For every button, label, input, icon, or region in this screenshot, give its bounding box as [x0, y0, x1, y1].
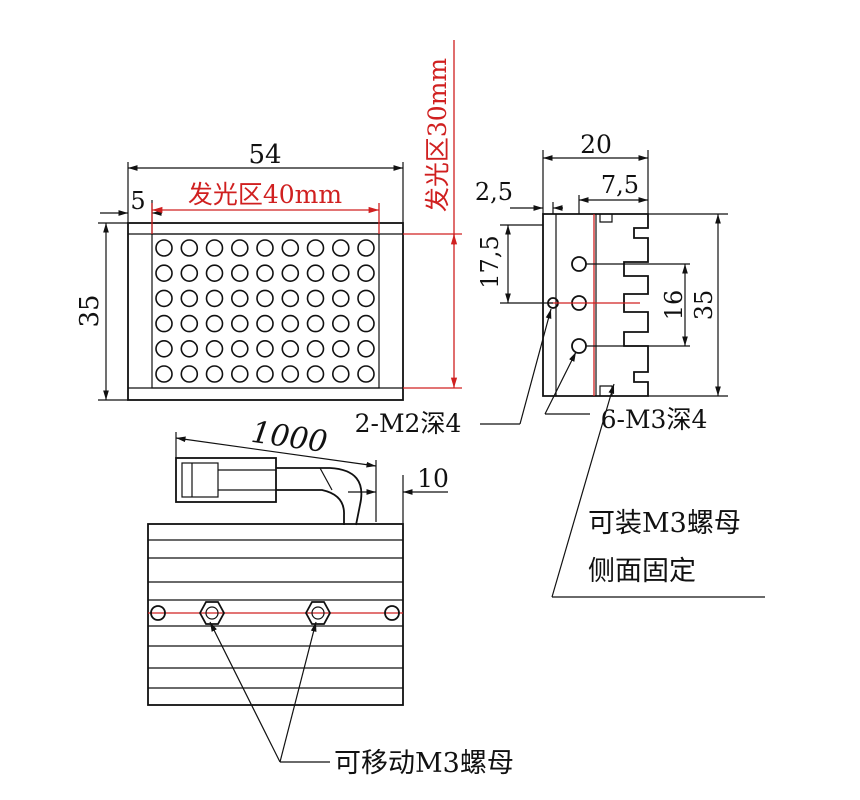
dim-side-height-35: 35: [690, 290, 718, 321]
end-hole: [150, 605, 166, 621]
led: [205, 314, 224, 333]
note-m2-holes: 2-M2深4: [355, 409, 462, 438]
led: [256, 289, 274, 308]
bottom-body-outline: [147, 523, 404, 706]
dim-line-1000: [175, 436, 377, 468]
led: [155, 365, 173, 383]
led: [155, 289, 173, 308]
note-side-nut-line1: 可装M3螺母: [588, 508, 741, 539]
cable: [276, 467, 363, 526]
led: [357, 239, 375, 257]
front-body-outline: [127, 222, 404, 401]
dim-offset-7-5: 7,5: [601, 171, 639, 199]
led: [155, 339, 173, 358]
note-side-nut-line2: 侧面固定: [588, 556, 696, 587]
dim-emitting-height: 发光区30mm: [423, 58, 452, 213]
led-grid: [155, 239, 375, 383]
led: [331, 289, 350, 308]
leader-line: [279, 621, 317, 763]
dim-side-width-20: 20: [580, 130, 612, 159]
led: [256, 365, 274, 383]
led: [180, 339, 199, 358]
side-view: 20 7,5 2,5 17,5 16 35 2-M2深4 6-M3深4: [355, 130, 765, 598]
led: [231, 339, 249, 358]
leader-line: [551, 383, 615, 598]
led: [306, 239, 325, 257]
leader-line: [209, 621, 281, 763]
cable-detail: [319, 467, 333, 491]
led: [331, 264, 350, 283]
front-view: 54 5 发光区40mm 35 发光区30mm: [75, 40, 462, 401]
hex-nut: [198, 601, 226, 625]
led: [357, 314, 375, 333]
led: [331, 365, 350, 383]
led: [357, 365, 375, 383]
dim-height-35: 35: [75, 294, 105, 327]
led: [306, 314, 325, 333]
led: [205, 264, 224, 283]
end-hole: [384, 605, 400, 621]
led: [306, 339, 325, 358]
led: [180, 365, 199, 383]
dim-vertical-17-5: 17,5: [476, 235, 504, 288]
cable-edge: [276, 489, 345, 525]
emitting-area-outline: [151, 233, 380, 389]
led: [256, 314, 274, 333]
leader-line: [544, 351, 577, 415]
side-lip: [599, 214, 613, 223]
led: [205, 365, 224, 383]
led: [331, 314, 350, 333]
dim-border-5: 5: [130, 187, 145, 215]
led: [231, 314, 249, 333]
led: [256, 239, 274, 257]
m3-hole: [571, 256, 587, 272]
led: [306, 264, 325, 283]
bottom-view: 1000 10 可移动M3螺母: [147, 415, 514, 779]
dim-offset-2-5: 2,5: [475, 178, 513, 206]
led: [231, 239, 249, 257]
cable-connector: [175, 457, 277, 503]
dim-width-54: 54: [248, 140, 281, 170]
led: [256, 339, 274, 358]
led: [155, 264, 173, 283]
led: [331, 339, 350, 358]
led: [357, 339, 375, 358]
led: [281, 264, 300, 283]
led: [256, 264, 274, 283]
led: [180, 289, 199, 308]
led: [281, 239, 300, 257]
side-profile-outline: [542, 213, 649, 397]
led: [357, 289, 375, 308]
led: [205, 339, 224, 358]
dim-vertical-16: 16: [660, 290, 688, 321]
led: [281, 289, 300, 308]
dim-emitting-width: 发光区40mm: [188, 180, 343, 209]
led: [357, 264, 375, 283]
led: [180, 264, 199, 283]
led: [306, 289, 325, 308]
led: [331, 239, 350, 257]
led: [306, 365, 325, 383]
note-movable-nut: 可移动M3螺母: [334, 748, 514, 779]
led: [281, 365, 300, 383]
m3-hole: [571, 338, 587, 354]
led: [205, 239, 224, 257]
led: [231, 289, 249, 308]
side-lip: [599, 385, 613, 396]
led: [281, 314, 300, 333]
led: [155, 314, 173, 333]
note-m3-holes: 6-M3深4: [601, 405, 708, 434]
led: [205, 289, 224, 308]
led: [281, 339, 300, 358]
led: [180, 239, 199, 257]
led: [155, 239, 173, 257]
dim-cable-offset-10: 10: [417, 464, 449, 493]
led: [231, 365, 249, 383]
leader-line: [519, 308, 552, 425]
led: [180, 314, 199, 333]
dim-cable-length-1000: 1000: [249, 415, 329, 460]
led: [231, 264, 249, 283]
connector-latch: [181, 462, 219, 498]
